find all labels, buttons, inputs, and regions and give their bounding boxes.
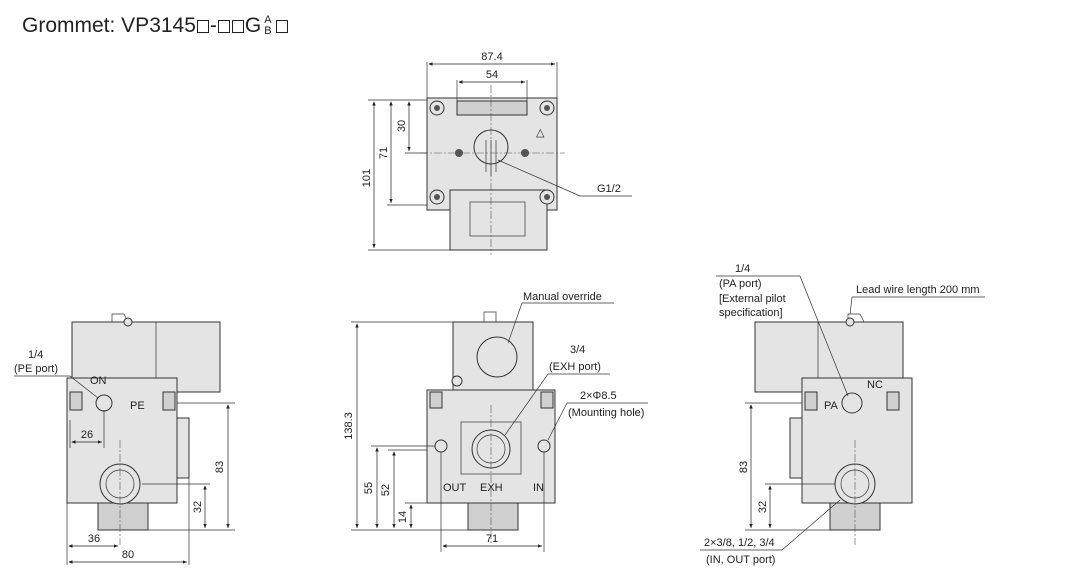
io-label: (IN, OUT port) <box>706 554 775 566</box>
right-side-boss <box>789 417 803 479</box>
dim-52: 52 <box>380 484 392 496</box>
suffix-box <box>275 19 288 33</box>
top-coil-window <box>469 201 526 237</box>
corner-screw <box>539 100 555 116</box>
dim-80: 80 <box>122 549 134 561</box>
suffix-box <box>217 19 230 33</box>
nc-label: NC <box>867 379 883 391</box>
suffix-box <box>231 19 244 33</box>
title-dash: - <box>209 14 217 37</box>
pa-port-label: (PA port) <box>719 278 762 290</box>
title-ab-stack: A B <box>264 15 271 37</box>
dim-138-3: 138.3 <box>343 412 355 440</box>
front-bottom-fitting <box>467 502 519 531</box>
dim-55: 55 <box>363 482 375 494</box>
exh-label: (EXH port) <box>549 361 601 373</box>
dim-83-right: 83 <box>738 461 750 473</box>
dim-101: 101 <box>361 169 373 187</box>
pa-external-2: specification] <box>719 307 783 319</box>
triangle-mark: △ <box>536 127 545 139</box>
top-cover <box>456 100 528 116</box>
title-sub: B <box>264 25 272 37</box>
front-view: OUT EXH IN Manual override 3/4 (EXH port… <box>343 291 648 552</box>
pe-port-label: (PE port) <box>14 363 58 375</box>
exh-size: 3/4 <box>570 344 585 356</box>
in-label: IN <box>533 482 544 494</box>
right-view: NC PA 1/4 (PA port) [External pilot spec… <box>700 263 985 566</box>
mounting-hole <box>537 439 551 453</box>
out-label: OUT <box>443 482 467 494</box>
pe-label: PE <box>130 400 145 412</box>
title-prefix: Grommet: VP3145 <box>22 14 196 37</box>
corner-screw <box>429 100 445 116</box>
dim-83-left: 83 <box>214 461 226 473</box>
top-view: △ 87.4 54 101 71 30 G1/2 <box>361 51 632 255</box>
suffix-box <box>196 19 209 33</box>
mounting-hole <box>434 439 448 453</box>
left-bottom-fitting <box>97 502 149 531</box>
exh-port-label: EXH <box>480 482 503 494</box>
title-g: G <box>244 14 262 37</box>
dim-32-left: 32 <box>192 501 204 513</box>
title-sup: A <box>264 14 272 26</box>
dim-71-top: 71 <box>378 147 390 159</box>
pe-port-size: 1/4 <box>28 349 43 361</box>
corner-screw <box>429 189 445 205</box>
manual-override-button <box>476 336 518 378</box>
left-view: ON PE 1/4 (PE port) 26 83 32 36 80 <box>14 313 235 565</box>
pa-external-1: [External pilot <box>719 293 786 305</box>
pa-label: PA <box>824 400 839 412</box>
pe-port-circle <box>95 394 113 412</box>
top-coil <box>449 189 548 251</box>
dim-54: 54 <box>486 69 498 81</box>
mount-hole-size: 2×Φ8.5 <box>580 390 617 402</box>
dim-71-front: 71 <box>486 533 498 545</box>
corner-screw <box>539 189 555 205</box>
io-size: 2×3/8, 1/2, 3/4 <box>704 537 775 549</box>
on-label: ON <box>90 375 107 387</box>
left-side-boss <box>176 417 190 479</box>
manual-override-label: Manual override <box>523 291 602 303</box>
dim-36: 36 <box>88 533 100 545</box>
dim-14: 14 <box>397 511 409 523</box>
dim-87-4: 87.4 <box>481 51 502 63</box>
pa-size: 1/4 <box>735 263 750 275</box>
g12-label: G1/2 <box>597 183 621 195</box>
mount-hole-label: (Mounting hole) <box>568 407 644 419</box>
lead-wire-label: Lead wire length 200 mm <box>856 284 980 296</box>
dim-32-right: 32 <box>757 501 769 513</box>
drawing-title: Grommet: VP3145 - G A B <box>22 6 722 46</box>
dim-30: 30 <box>396 120 408 132</box>
pa-port-circle <box>841 392 863 414</box>
dim-26: 26 <box>81 429 93 441</box>
